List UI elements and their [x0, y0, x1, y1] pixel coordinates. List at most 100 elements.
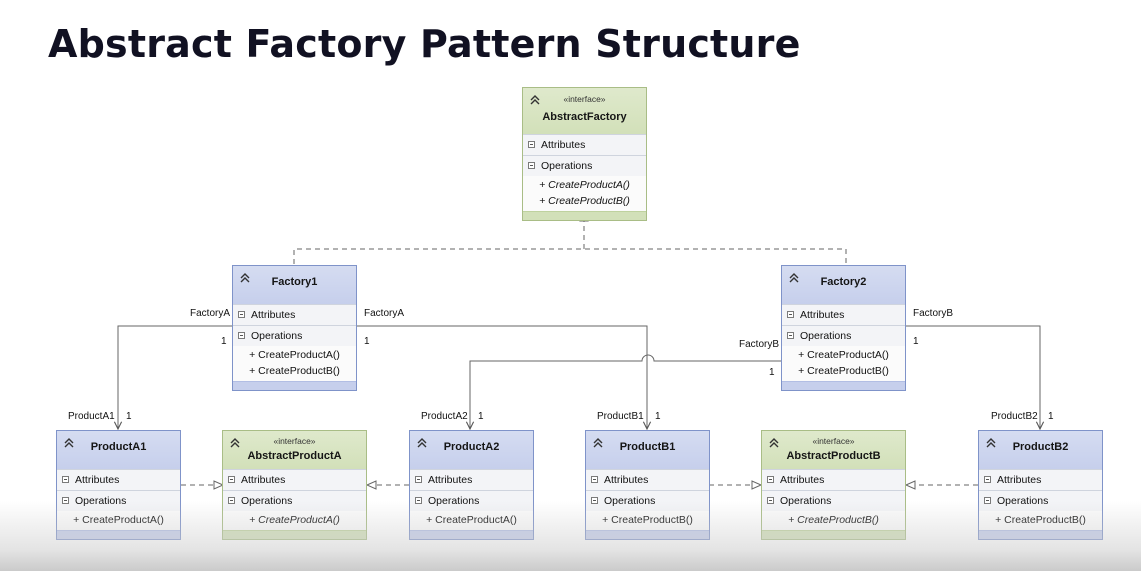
collapse-minus-icon[interactable] — [984, 497, 991, 504]
operations-section[interactable]: Operations — [979, 490, 1102, 511]
role-label-product-b2: ProductB2 — [991, 411, 1038, 422]
collapse-chevron-icon[interactable] — [238, 271, 252, 285]
operation-item[interactable]: + CreateProductA() — [798, 349, 889, 361]
multiplicity-factory2-right: 1 — [913, 336, 919, 347]
attributes-section[interactable]: Attributes — [57, 469, 180, 490]
collapse-minus-icon[interactable] — [62, 497, 69, 504]
operation-item[interactable]: + CreateProductB() — [798, 365, 889, 377]
realization-arrowhead-b-left — [751, 480, 763, 490]
collapse-minus-icon[interactable] — [415, 476, 422, 483]
collapse-minus-icon[interactable] — [767, 476, 774, 483]
attributes-section[interactable]: Attributes — [979, 469, 1102, 490]
collapse-minus-icon[interactable] — [62, 476, 69, 483]
attributes-section[interactable]: Attributes — [762, 469, 905, 490]
collapse-minus-icon[interactable] — [528, 141, 535, 148]
class-name: Factory2 — [820, 276, 867, 288]
class-factory1[interactable]: Factory1 Attributes Operations + CreateP… — [232, 265, 357, 391]
attributes-section[interactable]: Attributes — [782, 304, 905, 325]
class-product-b1[interactable]: ProductB1 Attributes Operations + Create… — [585, 430, 710, 540]
collapse-minus-icon[interactable] — [767, 497, 774, 504]
operations-section[interactable]: Operations — [586, 490, 709, 511]
multiplicity-factory1-left: 1 — [221, 336, 227, 347]
operation-item[interactable]: + CreateProductA() — [249, 514, 340, 526]
class-name: ProductB1 — [619, 441, 676, 453]
class-name: ProductB2 — [1012, 441, 1069, 453]
collapse-minus-icon[interactable] — [591, 497, 598, 504]
collapse-minus-icon[interactable] — [228, 476, 235, 483]
stereotype-label: «interface» — [273, 436, 316, 446]
multiplicity-product-b1: 1 — [655, 411, 661, 422]
operation-item[interactable]: + CreateProductB() — [602, 514, 693, 526]
class-abstract-factory[interactable]: «interface» AbstractFactory Attributes O… — [522, 87, 647, 221]
class-product-a2[interactable]: ProductA2 Attributes Operations + Create… — [409, 430, 534, 540]
collapse-minus-icon[interactable] — [528, 162, 535, 169]
operations-section[interactable]: Operations — [762, 490, 905, 511]
collapse-minus-icon[interactable] — [984, 476, 991, 483]
assoc-factory2-producta2 — [470, 354, 781, 429]
operations-section[interactable]: Operations — [223, 490, 366, 511]
operation-item[interactable]: + CreateProductA() — [73, 514, 164, 526]
collapse-minus-icon[interactable] — [787, 332, 794, 339]
class-name: AbstractFactory — [542, 111, 627, 123]
stereotype-label: «interface» — [563, 94, 606, 104]
collapse-chevron-icon[interactable] — [591, 436, 605, 450]
attributes-section[interactable]: Attributes — [586, 469, 709, 490]
class-product-a1[interactable]: ProductA1 Attributes Operations + Create… — [56, 430, 181, 540]
realization-arrowhead-b-right — [904, 480, 916, 490]
stereotype-label: «interface» — [812, 436, 855, 446]
operation-item[interactable]: + CreateProductA() — [426, 514, 517, 526]
role-label-factory1-right: FactoryA — [364, 308, 405, 319]
collapse-chevron-icon[interactable] — [787, 271, 801, 285]
operations-section[interactable]: Operations — [57, 490, 180, 511]
realization-factories — [293, 221, 847, 264]
class-name: Factory1 — [271, 276, 318, 288]
collapse-minus-icon[interactable] — [238, 311, 245, 318]
role-label-product-a2: ProductA2 — [421, 411, 468, 422]
operations-section[interactable]: Operations — [410, 490, 533, 511]
collapse-chevron-icon[interactable] — [62, 436, 76, 450]
multiplicity-product-b2: 1 — [1048, 411, 1054, 422]
collapse-minus-icon[interactable] — [415, 497, 422, 504]
page-title: Abstract Factory Pattern Structure — [48, 22, 801, 66]
multiplicity-product-a1: 1 — [126, 411, 132, 422]
realization-arrowhead-a-left — [213, 480, 225, 490]
collapse-minus-icon[interactable] — [228, 497, 235, 504]
class-product-b2[interactable]: ProductB2 Attributes Operations + Create… — [978, 430, 1103, 540]
class-factory2[interactable]: Factory2 Attributes Operations + CreateP… — [781, 265, 906, 391]
realization-arrowhead-a-right — [365, 480, 377, 490]
operation-item[interactable]: + CreateProductA() — [249, 349, 340, 361]
role-label-product-a1: ProductA1 — [68, 411, 115, 422]
operations-section[interactable]: Operations — [523, 155, 646, 176]
operations-section[interactable]: Operations — [782, 325, 905, 346]
multiplicity-factory1-right: 1 — [364, 336, 370, 347]
collapse-minus-icon[interactable] — [787, 311, 794, 318]
attributes-section[interactable]: Attributes — [233, 304, 356, 325]
role-label-factory2-left: FactoryB — [739, 339, 780, 350]
class-abstract-product-b[interactable]: «interface» AbstractProductB Attributes … — [761, 430, 906, 540]
operation-item[interactable]: + CreateProductB() — [539, 195, 630, 207]
operation-item[interactable]: + CreateProductB() — [995, 514, 1086, 526]
collapse-chevron-icon[interactable] — [528, 93, 542, 107]
collapse-chevron-icon[interactable] — [984, 436, 998, 450]
class-abstract-product-a[interactable]: «interface» AbstractProductA Attributes … — [222, 430, 367, 540]
assoc-factory1-producta1 — [118, 325, 232, 429]
role-label-factory2-right: FactoryB — [913, 308, 954, 319]
operation-item[interactable]: + CreateProductB() — [249, 365, 340, 377]
collapse-minus-icon[interactable] — [591, 476, 598, 483]
class-name: AbstractProductB — [786, 450, 881, 462]
attributes-section[interactable]: Attributes — [523, 134, 646, 155]
class-name: ProductA2 — [443, 441, 500, 453]
operations-section[interactable]: Operations — [233, 325, 356, 346]
collapse-chevron-icon[interactable] — [228, 436, 242, 450]
assoc-factory2-productb2 — [906, 325, 1040, 429]
role-label-factory1-left: FactoryA — [190, 308, 231, 319]
class-name: AbstractProductA — [247, 450, 342, 462]
collapse-chevron-icon[interactable] — [415, 436, 429, 450]
collapse-chevron-icon[interactable] — [767, 436, 781, 450]
attributes-section[interactable]: Attributes — [223, 469, 366, 490]
operation-item[interactable]: + CreateProductB() — [788, 514, 879, 526]
attributes-section[interactable]: Attributes — [410, 469, 533, 490]
multiplicity-factory2-left: 1 — [769, 367, 775, 378]
operation-item[interactable]: + CreateProductA() — [539, 179, 630, 191]
collapse-minus-icon[interactable] — [238, 332, 245, 339]
